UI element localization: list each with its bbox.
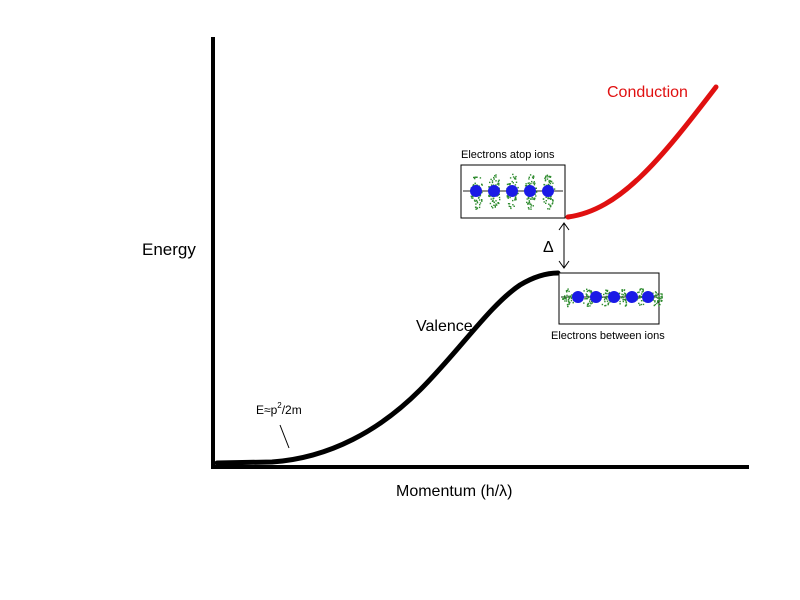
ion	[626, 291, 638, 303]
ion	[642, 291, 654, 303]
ion	[542, 185, 554, 197]
conduction-band-label: Conduction	[607, 84, 688, 101]
formula-pointer-line	[279, 424, 290, 449]
ion	[488, 185, 500, 197]
ions	[572, 291, 654, 303]
formula-exponent: 2	[277, 401, 282, 410]
ion	[470, 185, 482, 197]
inset-top-caption: Electrons atop ions	[461, 149, 555, 161]
valence-band-curve	[214, 270, 561, 466]
conduction-band-curve	[565, 84, 719, 220]
y-axis-label: Energy	[142, 240, 196, 259]
ion	[524, 185, 536, 197]
inset-electrons-between-ions	[558, 272, 663, 325]
inset-electrons-atop-ions	[460, 164, 566, 219]
electron-cloud	[652, 291, 663, 307]
ion	[590, 291, 602, 303]
ions	[470, 185, 554, 197]
inset-bottom-caption: Electrons between ions	[551, 330, 665, 342]
electron-cloud	[562, 288, 575, 308]
band-gap-label: Δ	[543, 239, 554, 256]
valence-band-label: Valence	[416, 318, 473, 335]
ion	[572, 291, 584, 303]
x-axis-label: Momentum (h/λ)	[396, 483, 513, 500]
gap-arrow	[558, 222, 570, 269]
ion	[506, 185, 518, 197]
ion	[608, 291, 620, 303]
dispersion-formula: E≈p2/2m	[256, 401, 302, 417]
formula-prefix: E≈p	[256, 403, 278, 417]
formula-suffix: /2m	[281, 403, 302, 417]
